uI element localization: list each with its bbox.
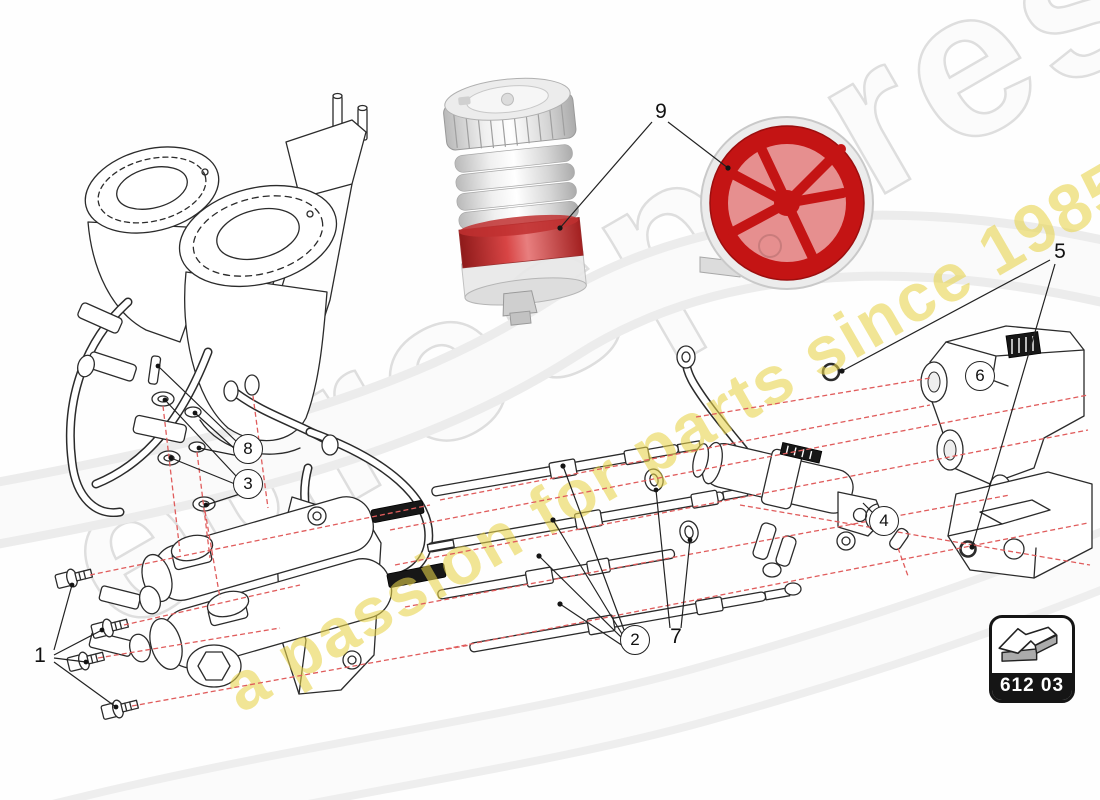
badge-arrow-icon [992,618,1072,673]
o-ring-lower [959,540,977,558]
callout-5: 5 [1054,240,1066,263]
callout-8: 8 [233,434,263,464]
callout-7: 7 [670,625,682,648]
callout-3: 3 [233,469,263,499]
badge-code: 612 03 [992,673,1072,700]
part-code-badge: 612 03 [989,615,1075,703]
o-ring-upper [821,362,841,382]
swoosh-background [0,210,1100,800]
front-reservoir-drawing [178,184,338,455]
callout-2: 2 [620,625,650,655]
pressure-valve-drawing [676,345,885,596]
mounting-bracket-drawing [267,92,368,431]
callout-9: 9 [655,100,667,123]
callout-4: 4 [869,506,899,536]
callout-6: 6 [965,361,995,391]
brake-pipes-drawing [426,440,791,653]
rear-reservoir-drawing [84,146,220,343]
reservoir-cap-seal-render [699,116,874,290]
clevis-bracket-drawing [947,471,1093,579]
leader-lines [53,121,1056,710]
callout-1: 1 [34,644,46,667]
filler-cap-drawing [170,534,250,627]
fittings-and-washers-drawing [77,302,339,512]
master-cylinder-drawing [88,496,447,695]
union-nuts-drawing [644,468,699,544]
alignment-dashed-lines [89,377,1091,707]
mounting-bolts-drawing [54,568,140,720]
fluid-reservoir-render [443,77,587,326]
